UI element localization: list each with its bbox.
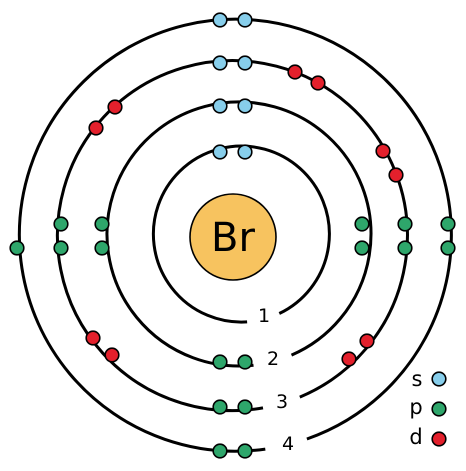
- legend-p-swatch: [431, 401, 447, 417]
- shell-4-s-electron: [237, 12, 253, 28]
- shell-3-d-electron: [375, 143, 391, 159]
- legend-p-label: p: [409, 395, 422, 419]
- shell-3-p-electron: [237, 399, 253, 415]
- nucleus: [189, 193, 277, 281]
- shell-2-p-electron: [212, 354, 228, 370]
- shell-2-s-electron: [212, 98, 228, 114]
- shell-4-p-electron: [237, 443, 253, 459]
- shell-2-p-electron: [94, 240, 110, 256]
- shell-4-p-electron: [9, 240, 25, 256]
- legend-s-label: s: [412, 367, 423, 391]
- shell-3-d-electron: [85, 330, 101, 346]
- shell-4-p-electron: [440, 240, 456, 256]
- shell-1-s-electron: [212, 144, 228, 160]
- shell-3-d-electron: [310, 75, 326, 91]
- shell-3-label: 3: [276, 391, 288, 413]
- shell-2-p-electron: [94, 216, 110, 232]
- shell-3-d-electron: [341, 351, 357, 367]
- shell-4-p-electron: [212, 443, 228, 459]
- shell-3-p-electron: [397, 240, 413, 256]
- shell-3-p-electron: [53, 240, 69, 256]
- shell-3-p-electron: [397, 216, 413, 232]
- shell-2-s-electron: [237, 98, 253, 114]
- shell-3-d-electron: [88, 120, 104, 136]
- shell-3-d-electron: [104, 347, 120, 363]
- legend-d-swatch: [431, 431, 447, 447]
- element-symbol: Br: [211, 215, 255, 261]
- shell-3-p-electron: [212, 399, 228, 415]
- shell-4-s-electron: [212, 12, 228, 28]
- shell-3-d-electron: [359, 333, 375, 349]
- shell-2-label: 2: [267, 348, 279, 370]
- shell-2-orbit: [105, 100, 373, 368]
- legend-s-swatch: [431, 371, 447, 387]
- shell-4-p-electron: [440, 216, 456, 232]
- shell-2-p-electron: [354, 216, 370, 232]
- legend: s p d: [409, 367, 447, 449]
- shell-2-p-electron: [237, 354, 253, 370]
- legend-d-label: d: [409, 425, 422, 449]
- shell-1-s-electron: [237, 144, 253, 160]
- shell-1-label: 1: [258, 305, 270, 327]
- shell-3-p-electron: [53, 216, 69, 232]
- shell-3-d-electron: [107, 99, 123, 115]
- shell-3-d-electron: [388, 167, 404, 183]
- shell-3-s-electron: [237, 55, 253, 71]
- shell-4-orbit: [17, 17, 453, 453]
- shell-3-s-electron: [212, 55, 228, 71]
- shell-2-p-electron: [354, 240, 370, 256]
- shell-4-label: 4: [282, 433, 294, 455]
- shell-3-d-electron: [287, 64, 303, 80]
